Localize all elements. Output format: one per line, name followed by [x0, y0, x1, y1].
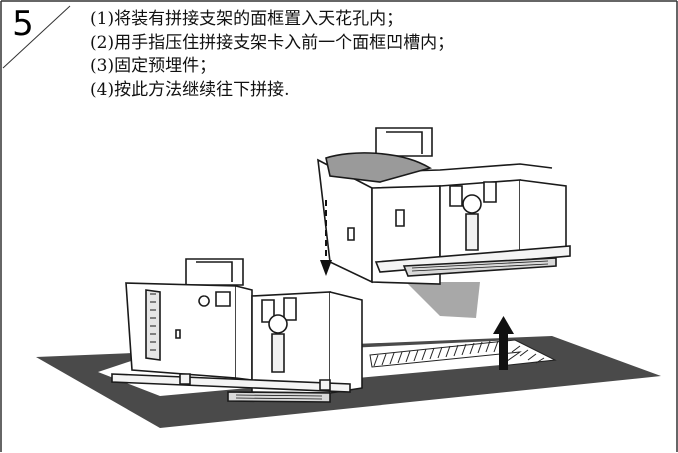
instruction-item: (2)用手指压住拼接支架卡入前一个面框凹槽内； [90, 32, 455, 53]
step-number: 5 [12, 4, 34, 44]
instruction-item: (4)按此方法继续往下拼接. [90, 79, 290, 100]
new-frame [317, 127, 571, 318]
up-arrow-icon [493, 316, 514, 370]
down-arrow-icon [320, 200, 332, 276]
installed-frame [111, 258, 363, 403]
instruction-item: (1)将装有拼接支架的面框置入天花孔内； [90, 9, 404, 29]
instruction-list: (1)将装有拼接支架的面框置入天花孔内； (2)用手指压住拼接支架卡入前一个面框… [90, 8, 454, 102]
instruction-item: (3)固定预埋件； [90, 56, 217, 76]
